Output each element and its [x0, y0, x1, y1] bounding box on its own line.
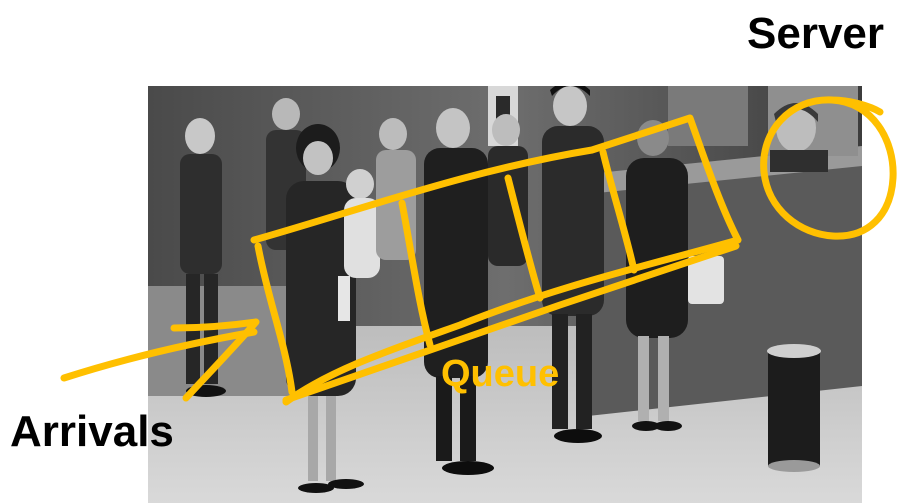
- queue-label: Queue: [441, 355, 559, 393]
- server-label: Server: [747, 12, 884, 56]
- left-cabinet: [148, 286, 298, 396]
- counter-window: [668, 86, 748, 146]
- arrivals-label: Arrivals: [10, 410, 174, 454]
- queue-photograph: [148, 86, 862, 503]
- clerk-body: [770, 150, 828, 172]
- trash-bin: [768, 351, 820, 466]
